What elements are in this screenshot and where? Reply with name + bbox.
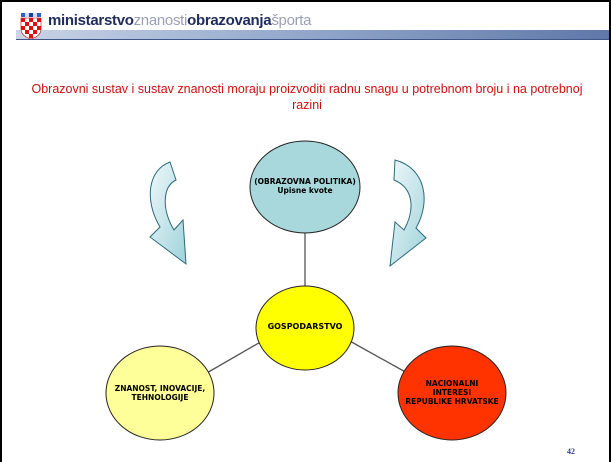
connector-left	[204, 339, 265, 375]
connector-right	[347, 339, 410, 375]
right-node-line3: REPUBLIKE HRVATSKE	[405, 397, 499, 406]
header-divider	[16, 39, 609, 40]
page-number: 42	[567, 447, 575, 456]
header-band	[16, 30, 609, 40]
right-node-line1: NACIONALNI	[425, 379, 479, 388]
ministry-brand: ministarstvoznanostiobrazovanjašporta	[48, 12, 312, 29]
right-node-line2: INTERESI	[432, 388, 472, 397]
left-node-line1: ZNANOST, INOVACIJE,	[114, 384, 206, 393]
brand-part-4: športa	[271, 12, 312, 29]
header: ministarstvoznanostiobrazovanjašporta	[2, 2, 609, 40]
coat-of-arms-icon	[20, 13, 42, 39]
top-node-text: (OBRAZOVNA POLITIKA) Upisne kvote	[235, 177, 375, 195]
top-node-line2: Upisne kvote	[277, 186, 333, 195]
left-node-text: ZNANOST, INOVACIJE, TEHNOLOGIJE	[100, 384, 220, 402]
curved-arrow-right-icon	[389, 159, 427, 268]
center-node	[255, 285, 355, 371]
right-node-text: NACIONALNI INTERESI REPUBLIKE HRVATSKE	[392, 379, 512, 406]
top-node	[249, 140, 361, 234]
brand-part-3: obrazovanja	[187, 12, 272, 29]
top-node-line1: (OBRAZOVNA POLITIKA)	[254, 177, 356, 186]
center-node-label: GOSPODARSTVO	[267, 322, 343, 331]
curved-arrow-left-icon	[149, 161, 187, 266]
left-node	[105, 345, 215, 441]
left-node-line2: TEHNOLOGIJE	[131, 393, 189, 402]
brand-part-1: ministarstvo	[48, 12, 134, 29]
slide-title: Obrazovni sustav i sustav znanosti moraj…	[31, 82, 583, 112]
brand-part-2: znanosti	[133, 12, 188, 29]
right-node	[397, 345, 507, 441]
